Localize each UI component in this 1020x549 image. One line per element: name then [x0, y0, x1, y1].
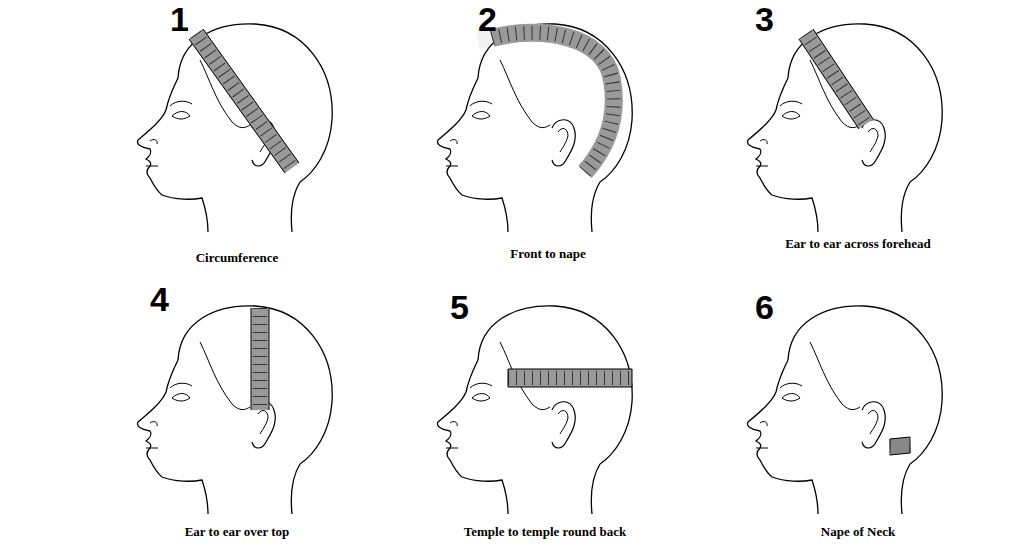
caption-label: Temple to temple round back — [464, 525, 627, 539]
caption-label: Nape of Neck — [821, 525, 895, 539]
callout-number: 1 — [170, 2, 189, 36]
callout-number: 5 — [450, 290, 469, 324]
caption-label: Ear to ear over top — [185, 525, 290, 539]
caption-label: Front to nape — [510, 247, 586, 261]
callout-number: 6 — [755, 290, 774, 324]
callout-number: 2 — [478, 2, 497, 36]
callout-number: 4 — [150, 282, 169, 316]
caption-label: Circumference — [196, 251, 279, 265]
callout-number: 3 — [755, 2, 774, 36]
caption-label: Ear to ear across forehead — [785, 237, 931, 251]
